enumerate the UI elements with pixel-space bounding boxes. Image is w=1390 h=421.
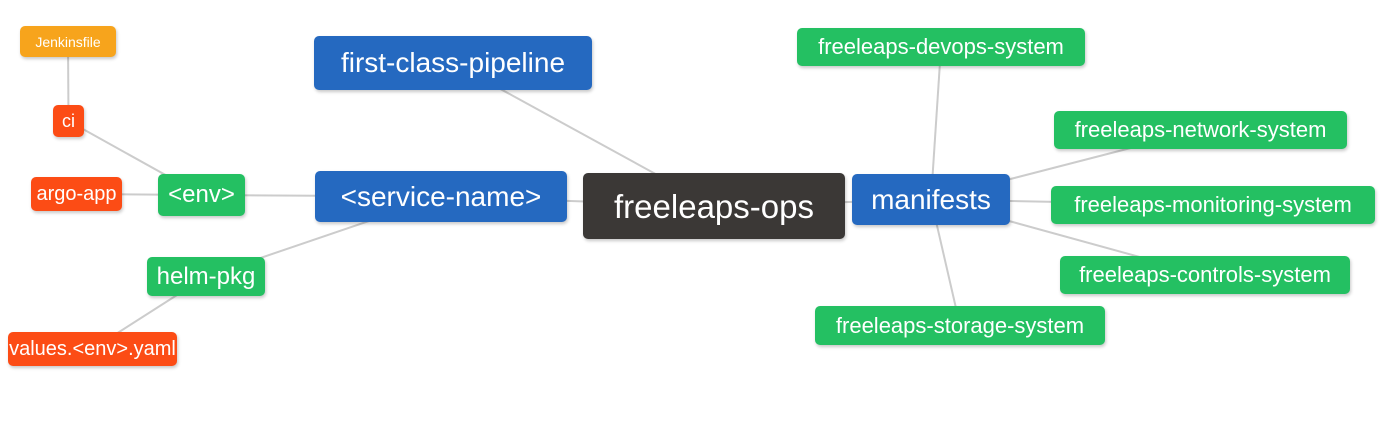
node-ci[interactable]: ci — [53, 105, 84, 137]
node-argo-app[interactable]: argo-app — [31, 177, 122, 211]
node-values-env-yaml[interactable]: values.<env>.yaml — [8, 332, 177, 366]
node-manifests[interactable]: manifests — [852, 174, 1010, 225]
node-freeleaps-network-system[interactable]: freeleaps-network-system — [1054, 111, 1347, 149]
node-jenkinsfile[interactable]: Jenkinsfile — [20, 26, 116, 57]
node-freeleaps-controls-system[interactable]: freeleaps-controls-system — [1060, 256, 1350, 294]
node-first-class-pipeline[interactable]: first-class-pipeline — [314, 36, 592, 90]
node-helm-pkg[interactable]: helm-pkg — [147, 257, 265, 296]
node-freeleaps-devops-system[interactable]: freeleaps-devops-system — [797, 28, 1085, 66]
node-freeleaps-ops-root[interactable]: freeleaps-ops — [583, 173, 845, 239]
node-service-name[interactable]: <service-name> — [315, 171, 567, 222]
node-env[interactable]: <env> — [158, 174, 245, 216]
node-freeleaps-monitoring-system[interactable]: freeleaps-monitoring-system — [1051, 186, 1375, 224]
node-freeleaps-storage-system[interactable]: freeleaps-storage-system — [815, 306, 1105, 345]
